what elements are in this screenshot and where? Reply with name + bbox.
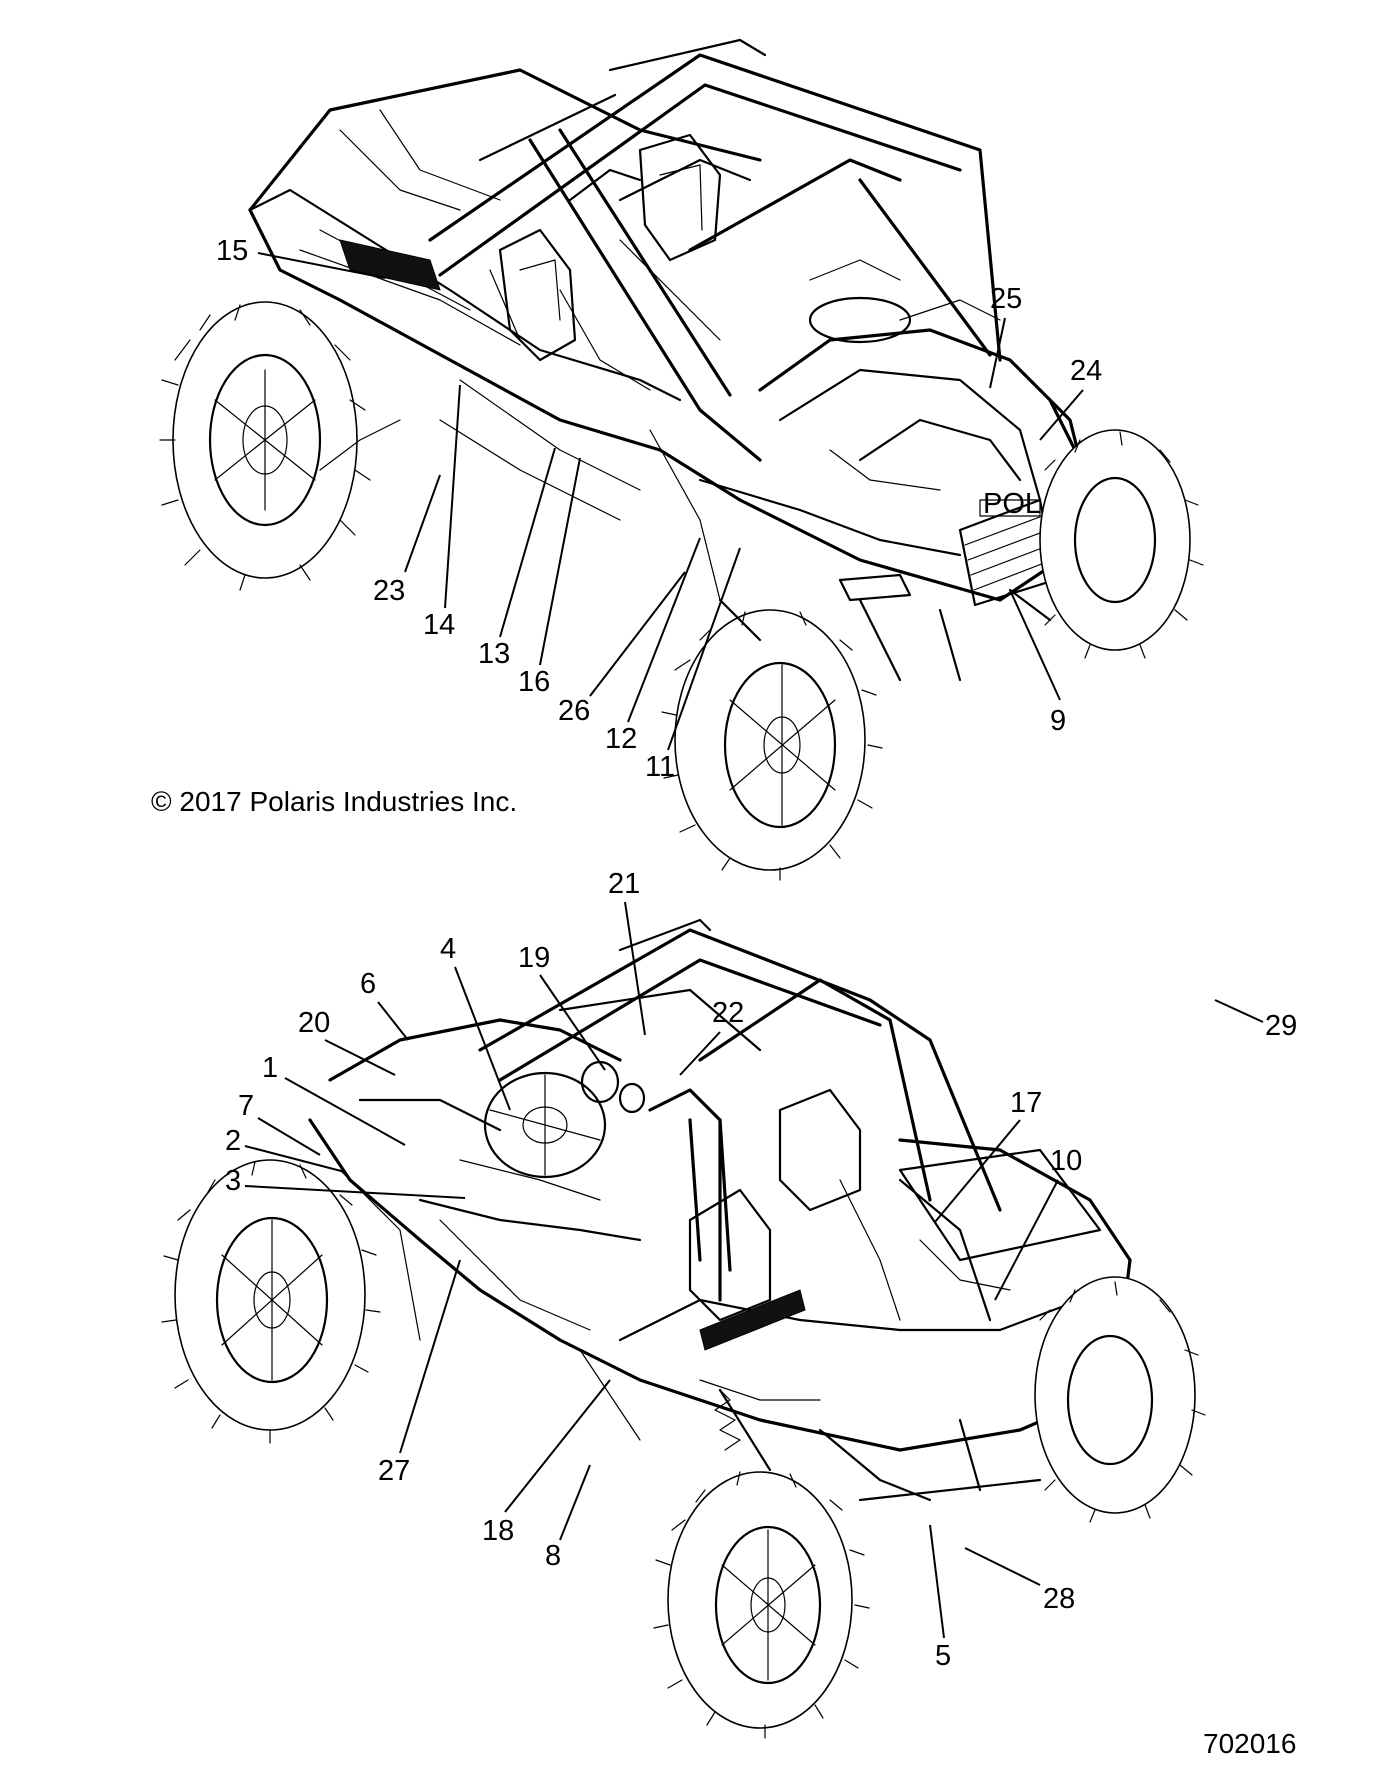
- leader-5: [929, 1524, 945, 1639]
- callout-7: 7: [238, 1090, 254, 1122]
- callout-8: 8: [545, 1540, 561, 1572]
- callout-25: 25: [990, 283, 1022, 315]
- lower-shock: [718, 1388, 772, 1472]
- callout-1: 1: [262, 1052, 278, 1084]
- leader-25: [989, 317, 1006, 389]
- lower-cargo-box: [898, 1148, 1102, 1262]
- lower-roll-cage: [478, 918, 1002, 1302]
- callout-20: 20: [298, 1007, 330, 1039]
- leader-15: [257, 252, 386, 279]
- lower-rear-suspension: [818, 1418, 1042, 1502]
- callout-15: 15: [216, 235, 248, 267]
- leader-19: [539, 974, 606, 1071]
- leader-28: [964, 1547, 1041, 1586]
- callout-24: 24: [1070, 355, 1102, 387]
- callout-5: 5: [935, 1640, 951, 1672]
- lower-rear-right-wheel: [1034, 1276, 1206, 1523]
- leader-12: [627, 537, 701, 723]
- callout-22: 22: [712, 997, 744, 1029]
- callout-27: 27: [378, 1455, 410, 1487]
- leader-6: [377, 1001, 409, 1041]
- callout-3: 3: [225, 1165, 241, 1197]
- copyright-notice: © 2017 Polaris Industries Inc.: [151, 786, 518, 817]
- leader-1: [284, 1077, 406, 1146]
- lower-callouts: 21 4 19 6 22 20 1 7 2 3 17 10 29 27 18 8: [225, 868, 1297, 1672]
- upper-callouts: 15 25 24 23 14 13 16 26 12 11 9: [216, 235, 1102, 783]
- upper-side-vent: [339, 239, 441, 291]
- callout-2: 2: [225, 1125, 241, 1157]
- leader-3: [244, 1185, 466, 1199]
- leader-29: [1214, 999, 1264, 1023]
- upper-headlight: [838, 573, 912, 602]
- callout-21: 21: [608, 868, 640, 900]
- upper-front-left-wheel: [661, 609, 883, 881]
- lower-shock-spring: [714, 1389, 741, 1451]
- lower-seats: [688, 1088, 862, 1322]
- callout-19: 19: [518, 942, 550, 974]
- leader-7: [257, 1117, 321, 1156]
- leader-13: [499, 447, 556, 638]
- callout-28: 28: [1043, 1583, 1075, 1615]
- lower-body: [308, 1018, 1132, 1452]
- callout-6: 6: [360, 968, 376, 1000]
- lower-rear-left-wheel: [653, 1471, 870, 1739]
- callout-13: 13: [478, 638, 510, 670]
- document-number: 702016: [1203, 1728, 1297, 1759]
- upper-body: [248, 68, 1082, 602]
- upper-rear-suspension: [319, 419, 401, 471]
- lower-dash: [483, 1060, 646, 1179]
- leader-2: [244, 1145, 346, 1173]
- leader-18: [504, 1379, 611, 1513]
- upper-suspension: [718, 588, 1052, 682]
- callout-26: 26: [558, 695, 590, 727]
- callout-4: 4: [440, 933, 456, 965]
- leader-10: [994, 1179, 1059, 1301]
- leader-8: [559, 1464, 591, 1541]
- leader-26: [589, 571, 686, 697]
- leader-24: [1039, 389, 1084, 441]
- leader-23: [404, 474, 441, 573]
- leader-11: [667, 547, 741, 751]
- upper-front-right-wheel: [1039, 429, 1204, 659]
- callout-10: 10: [1050, 1145, 1082, 1177]
- leader-20: [324, 1039, 396, 1076]
- leader-9: [1009, 589, 1061, 701]
- callout-16: 16: [518, 666, 550, 698]
- callout-9: 9: [1050, 705, 1066, 737]
- upper-seats: [498, 133, 722, 362]
- leader-4: [454, 966, 511, 1111]
- callout-29: 29: [1265, 1010, 1297, 1042]
- upper-vehicle-illustration: POLARIS: [159, 38, 1204, 881]
- callout-14: 14: [423, 609, 455, 641]
- upper-rear-left-wheel: [159, 301, 371, 591]
- leader-17: [934, 1119, 1021, 1223]
- leader-22: [679, 1031, 721, 1076]
- callout-17: 17: [1010, 1087, 1042, 1119]
- lower-front-left-wheel: [161, 1159, 381, 1444]
- leader-21: [624, 901, 646, 1036]
- upper-roll-cage: [428, 38, 1002, 462]
- lower-side-vent: [699, 1289, 806, 1351]
- callout-23: 23: [373, 575, 405, 607]
- upper-steering-wheel: [808, 296, 912, 344]
- lower-vehicle-illustration: [161, 918, 1206, 1739]
- callout-18: 18: [482, 1515, 514, 1547]
- leader-14: [444, 384, 461, 609]
- leader-16: [539, 457, 581, 666]
- callout-12: 12: [605, 723, 637, 755]
- callout-11: 11: [645, 751, 675, 783]
- leader-27: [399, 1259, 461, 1454]
